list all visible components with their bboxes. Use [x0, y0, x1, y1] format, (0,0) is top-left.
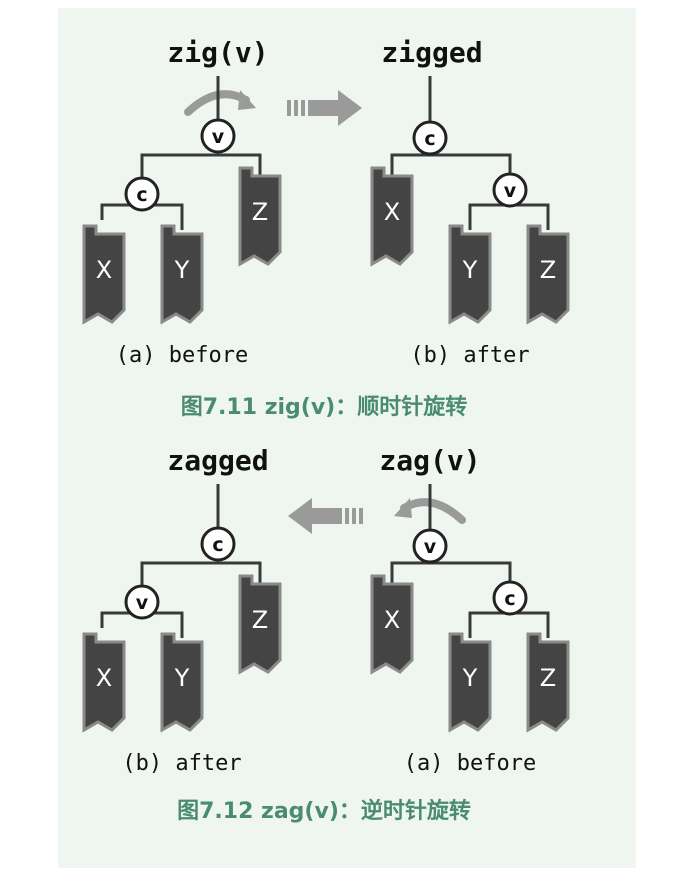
fig711-after-subtree-y: Y — [448, 224, 492, 324]
fig712-before-title: zag(v) — [379, 444, 480, 477]
svg-text:Z: Z — [540, 256, 556, 284]
fig711-caption: 图7.11 zig(v)：顺时针旋转 — [181, 394, 467, 420]
fig712-before-subtree-x: X — [370, 574, 414, 674]
svg-text:c: c — [504, 588, 515, 610]
svg-text:Z: Z — [252, 606, 268, 634]
fig712-after-subtree-x: X — [82, 632, 126, 732]
fig711-after-subtree-x: X — [370, 166, 414, 266]
fig711-after-title: zigged — [381, 36, 482, 69]
svg-text:v: v — [136, 592, 149, 614]
svg-text:v: v — [424, 536, 437, 558]
fig711-before-subtree-y: Y — [160, 224, 204, 324]
fig712-after-node-c: c — [200, 526, 236, 562]
svg-text:X: X — [96, 664, 112, 692]
fig712-before-node-c: c — [492, 580, 528, 616]
fig711-before-node-c: c — [124, 176, 160, 212]
clockwise-rotate-icon — [184, 90, 256, 116]
fig711-before-subtree-x: X — [82, 224, 126, 324]
fig711-before-title: zig(v) — [167, 36, 268, 69]
fig712: zagged zag(v) X Y — [82, 444, 570, 824]
svg-text:c: c — [424, 128, 435, 150]
fig711-after-subtree-z: Z — [526, 224, 570, 324]
svg-text:Y: Y — [174, 664, 190, 692]
svg-text:Z: Z — [540, 664, 556, 692]
transition-arrow-right-icon — [287, 90, 362, 126]
fig711-before-caption: (a) before — [116, 343, 248, 368]
svg-text:Y: Y — [462, 664, 478, 692]
fig712-before-caption: (a) before — [404, 751, 536, 776]
counterclockwise-rotate-icon — [394, 498, 466, 524]
svg-text:X: X — [384, 198, 400, 226]
fig712-caption: 图7.12 zag(v)：逆时针旋转 — [177, 798, 471, 824]
fig711-after-caption: (b) after — [410, 343, 529, 368]
transition-arrow-left-icon — [288, 498, 363, 534]
svg-text:v: v — [212, 126, 225, 148]
fig711-after-node-c: c — [412, 120, 448, 156]
fig712-after-subtree-y: Y — [160, 632, 204, 732]
svg-text:Y: Y — [462, 256, 478, 284]
fig712-before-subtree-y: Y — [448, 632, 492, 732]
fig711: zig(v) zigged X Y — [82, 36, 570, 420]
fig711-after-tree — [390, 76, 550, 230]
fig712-before-subtree-z: Z — [526, 632, 570, 732]
svg-text:Y: Y — [174, 256, 190, 284]
fig711-before-subtree-z: Z — [238, 166, 282, 266]
fig711-after-node-v: v — [492, 172, 528, 208]
fig712-after-subtree-z: Z — [238, 574, 282, 674]
fig711-before-node-v: v — [200, 118, 236, 154]
fig712-after-tree — [100, 484, 262, 638]
svg-text:c: c — [212, 534, 223, 556]
svg-text:c: c — [136, 184, 147, 206]
fig712-after-caption: (b) after — [122, 751, 241, 776]
fig712-after-node-v: v — [124, 584, 160, 620]
svg-text:v: v — [504, 180, 517, 202]
svg-text:Z: Z — [252, 198, 268, 226]
svg-text:X: X — [96, 256, 112, 284]
fig712-before-node-v: v — [412, 528, 448, 564]
svg-text:X: X — [384, 606, 400, 634]
fig712-after-title: zagged — [167, 444, 268, 477]
